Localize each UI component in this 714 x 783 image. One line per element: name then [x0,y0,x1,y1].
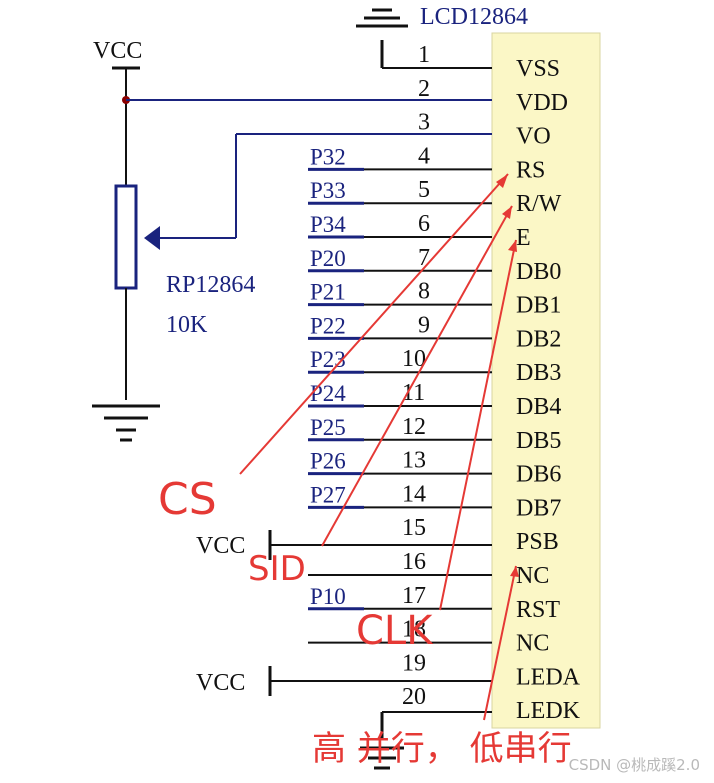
port-label: P23 [310,347,346,372]
port-label: P25 [310,415,346,440]
pin-name: RS [516,157,545,183]
pin-number: 20 [402,684,426,710]
lcd-chip-body [491,32,601,729]
sid-arrow-head [502,206,512,219]
port-label: P33 [310,178,346,203]
psb-arrow [483,565,517,721]
pin-name: LEDA [516,664,581,690]
port-label: P20 [310,246,346,271]
pin-name: DB3 [516,360,561,386]
pin-number: 8 [418,279,430,305]
pin-name: DB7 [516,495,561,521]
pin-name: DB1 [516,293,561,319]
ground-icon-left [92,404,160,442]
potentiometer [112,66,492,400]
pin-number: 15 [402,515,426,541]
chip-title: LCD12864 [420,4,528,30]
port-label: P24 [310,381,346,406]
arrow-heads [496,174,519,577]
cs-arrow [239,173,509,475]
vcc-label-leda: VCC [196,670,245,696]
pin-name: DB6 [516,462,561,488]
port-label: P34 [310,212,346,237]
pin-name: PSB [516,529,559,555]
watermark: CSDN @桃成蹊2.0 [568,756,700,774]
pin-number: 17 [402,583,426,609]
pin-name: DB0 [516,259,561,285]
pin-number: 16 [402,549,426,575]
psb-arrow-head [510,566,519,577]
pin-rows: 1VSS2VDD3VO4RSP325R/WP336EP347DB0P208DB1… [308,42,581,724]
sid-label: SID [248,549,306,589]
pin-name: VO [516,124,551,150]
pin-number: 12 [402,414,426,440]
pin-number: 13 [402,448,426,474]
annotation-arrows [239,173,517,721]
pin-number: 14 [402,481,426,507]
cs-arrow-head [496,174,508,188]
pin-row: 5R/W P33 [308,177,562,217]
port-label: P21 [310,280,346,305]
cs-label: CS [158,474,217,525]
pot-name: RP12864 [166,272,255,298]
pin-name: VSS [516,56,560,82]
pin-row: 3VO [418,110,551,150]
clk-arrow-head [508,240,517,252]
clk-label: CLK [356,608,434,654]
pin-number: 3 [418,110,430,136]
pin-name: RST [516,597,560,623]
vcc-label-top: VCC [93,38,142,64]
pin-name: DB4 [516,394,561,420]
pin-name: VDD [516,90,568,116]
pot-value: 10K [166,312,208,338]
port-label: P26 [310,449,346,474]
pin-row: 6E P34 [308,211,531,251]
port-label: P22 [310,313,346,338]
pin-name: E [516,225,531,251]
pin-number: 19 [402,650,426,676]
sid-arrow [321,205,513,547]
pin-number: 9 [418,312,430,338]
pin-row: 4RS P32 [308,143,545,183]
vcc-label-psb: VCC [196,533,245,559]
pin-number: 5 [418,177,430,203]
port-label: P27 [310,482,346,507]
pin-name: DB2 [516,326,561,352]
ground-icon-top [356,8,492,69]
pin-number: 11 [402,380,425,406]
pin-number: 6 [418,211,430,237]
pin-number: 4 [418,143,430,169]
pin-number: 2 [418,76,430,102]
pin-number: 1 [418,42,430,68]
clk-arrow [439,239,517,611]
ground-icon-bottom [360,711,492,770]
pin-name: NC [516,631,549,657]
pin-name: DB5 [516,428,561,454]
port-label: P10 [310,584,346,609]
pin-name: R/W [516,191,562,217]
pin-name: LEDK [516,698,581,724]
pin-name: NC [516,563,549,589]
pin-number: 18 [402,617,426,643]
psb-note: 高 并行， 低串行 [312,729,572,769]
port-label: P32 [310,144,346,169]
